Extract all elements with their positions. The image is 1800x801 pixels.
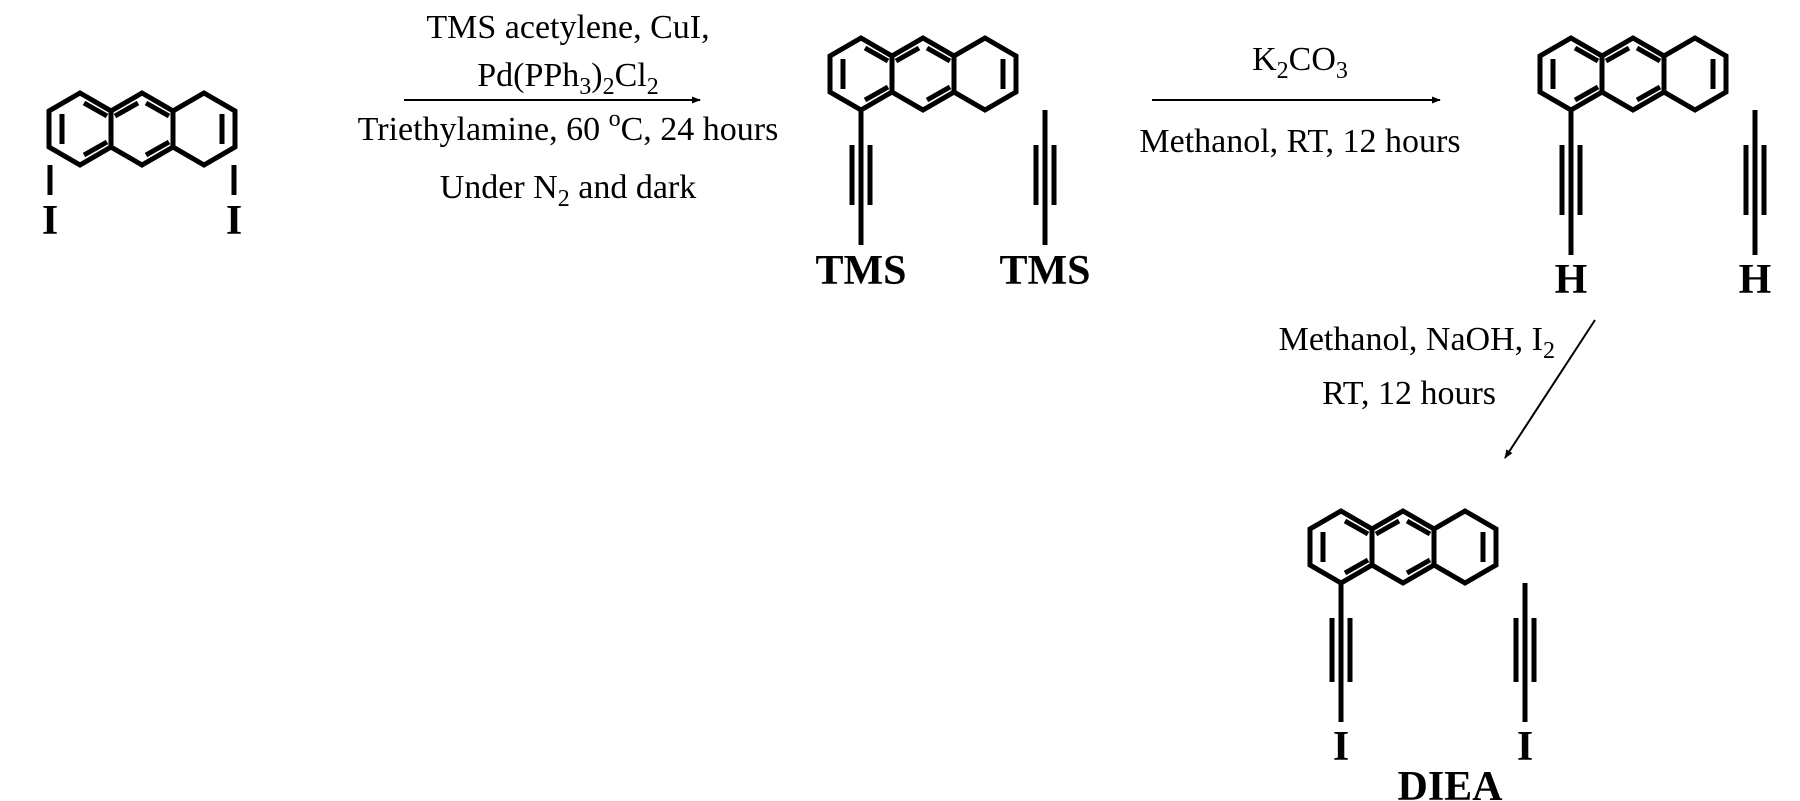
start-substituent-left: I xyxy=(42,198,58,244)
anthracene-core xyxy=(1307,508,1499,586)
compound-label-diea: DIEA xyxy=(1397,764,1503,801)
terminal-h-left: H xyxy=(1555,257,1588,303)
alkyne-right xyxy=(1513,583,1537,722)
step3-condition-line1: Methanol, NaOH, I2 xyxy=(1279,321,1555,364)
anthracene-core xyxy=(1537,35,1729,113)
step1-condition-line3: Triethylamine, 60 oC, 24 hours xyxy=(358,106,779,148)
step2-condition-line2: Methanol, RT, 12 hours xyxy=(1139,123,1460,160)
molecule-diea xyxy=(1307,508,1537,722)
iodine-left: I xyxy=(1333,724,1349,770)
alkyne-right xyxy=(1743,110,1767,255)
arrow-step3 xyxy=(1504,319,1596,459)
alkyne-left xyxy=(1329,583,1353,722)
tms-group-left: TMS xyxy=(815,248,906,294)
terminal-h-right: H xyxy=(1739,257,1772,303)
anthracene-core xyxy=(46,90,238,168)
start-substituent-right: I xyxy=(226,198,242,244)
anthracene-core xyxy=(827,35,1019,113)
alkyne-left xyxy=(849,110,873,245)
step1-condition-line2: Pd(PPh3)2Cl2 xyxy=(477,57,659,100)
molecule-bis-tms-ethynyl-anthracene xyxy=(827,35,1057,245)
tms-group-right: TMS xyxy=(999,248,1090,294)
molecule-diethynylanthracene xyxy=(1537,35,1767,255)
step2-reagent: K2CO3 xyxy=(1252,41,1348,84)
alkyne-right xyxy=(1033,110,1057,245)
step1-condition-line1: TMS acetylene, CuI, xyxy=(426,9,709,46)
iodine-right: I xyxy=(1517,724,1533,770)
molecule-diiodoanthracene xyxy=(46,90,238,195)
step3-condition-line2: RT, 12 hours xyxy=(1322,375,1496,412)
step1-condition-line4: Under N2 and dark xyxy=(440,169,697,212)
alkyne-left xyxy=(1559,110,1583,255)
